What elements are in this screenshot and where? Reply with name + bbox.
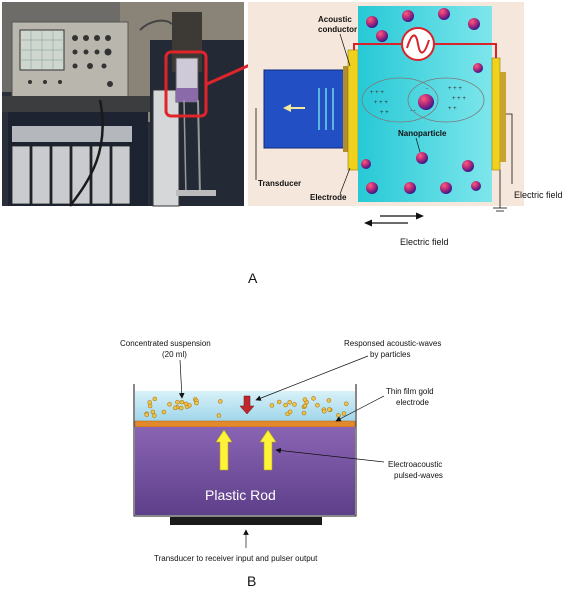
suspension-particle (194, 400, 199, 406)
suspension-particle (311, 396, 316, 401)
thin-film-label: Thin film gold electrode (386, 387, 436, 407)
field-arrows (364, 212, 424, 227)
suspension-particle (341, 411, 347, 416)
suspension-particle (150, 409, 156, 415)
suspension-particle (172, 405, 178, 411)
suspension-particle (147, 403, 153, 409)
svg-text:+ +: + + (448, 106, 457, 112)
suspension-particle (276, 399, 282, 405)
suspension-particle (218, 399, 223, 404)
plastic-rod-label: Plastic Rod (205, 487, 276, 503)
transducer-bar (170, 517, 322, 525)
suspension-particle (167, 402, 172, 407)
suspension-particle (336, 413, 341, 418)
svg-text:-: - (426, 86, 428, 92)
electrode-label: Electrode (310, 193, 347, 202)
suspension-particle (161, 409, 167, 415)
suspension-particle (292, 402, 297, 407)
panel-b-label: B (247, 573, 256, 589)
concentrated-suspension-label: Concentrated suspension (20 ml) (120, 339, 213, 359)
pulsed-wave-arrows (215, 429, 277, 471)
svg-text:+ + +: + + + (452, 96, 466, 102)
suspension-particle (302, 403, 308, 409)
suspension-particle (216, 413, 222, 418)
transducer-caption: Transducer to receiver input and pulser … (154, 554, 318, 563)
suspension-particle (152, 413, 157, 418)
svg-text:+ + +: + + + (448, 86, 462, 92)
suspension-particle (344, 401, 349, 407)
suspension-particle (315, 402, 320, 408)
suspension-particle (175, 399, 180, 405)
electric-field-bottom-label: Electric field (400, 237, 449, 247)
transducer-label: Transducer (258, 179, 301, 188)
suspension-particle (321, 409, 327, 414)
panel-a-label: A (248, 270, 258, 286)
suspension-particle (327, 407, 332, 412)
suspension-particle (178, 405, 184, 411)
highlight-box (164, 50, 208, 118)
nanoparticle-label: Nanoparticle (398, 129, 447, 138)
nanoparticles (361, 8, 483, 194)
responsed-waves-label: Responsed acoustic-waves by particles (344, 339, 444, 359)
suspension-particles (144, 396, 349, 418)
lab-photo (2, 2, 244, 207)
electric-field-right-label: Electric field (514, 190, 563, 200)
electroacoustic-diagram: + + + + + + + + + + + + + + + + - - - Acousti… (248, 2, 524, 212)
suspension-particle (283, 402, 288, 408)
plastic-rod (135, 427, 355, 515)
gold-electrode-layer (134, 420, 356, 428)
response-arrow (239, 395, 255, 415)
acoustic-conductor-rod (343, 66, 350, 152)
svg-text:+ + +: + + + (370, 90, 384, 96)
electrode-right (491, 57, 501, 171)
oscilloscope (11, 21, 129, 99)
suspension-particle (302, 397, 308, 402)
measurement-cell-diagram: Plastic Rod (133, 384, 357, 525)
suspension-particle (183, 401, 189, 407)
suspension-particle (287, 400, 292, 405)
suspension-particle (179, 399, 185, 405)
electrode-left (347, 49, 359, 171)
electroacoustic-label: Electroacoustic pulsed-waves (388, 460, 444, 480)
suspension-particle (144, 412, 149, 417)
suspension-particle (287, 409, 293, 415)
suspension-particle (152, 396, 158, 402)
svg-text:- -: - - (410, 108, 416, 114)
suspension-particle (301, 410, 307, 416)
svg-text:+ +: + + (380, 110, 389, 116)
suspension-particle (269, 403, 275, 408)
suspension-particle (326, 398, 332, 403)
svg-text:+ + +: + + + (374, 100, 388, 106)
circuit (353, 27, 497, 61)
acoustic-conductor-label: Acoustic conductor (318, 15, 357, 34)
